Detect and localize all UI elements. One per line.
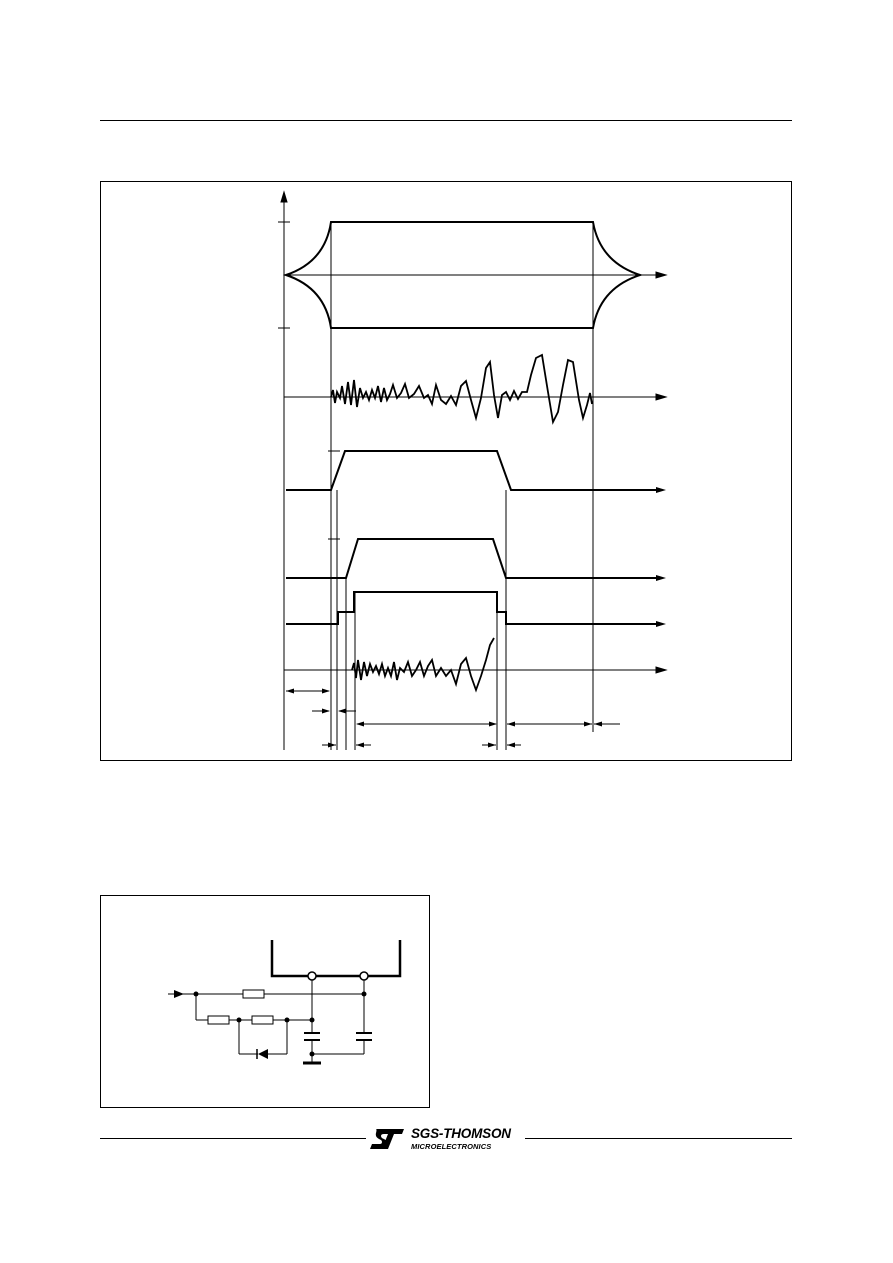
diode-icon <box>258 1049 268 1059</box>
pulse-square <box>286 591 660 625</box>
st-logo-icon <box>370 1129 404 1149</box>
ic-package-outline <box>270 940 402 978</box>
footer-rule-left <box>100 1138 366 1139</box>
resistor-2 <box>207 1015 230 1025</box>
axis-arrow-up <box>280 190 288 203</box>
brand-name: SGS-THOMSON <box>411 1126 511 1141</box>
noise-waveform <box>330 353 593 425</box>
resistor-3 <box>251 1015 274 1025</box>
input-arrow <box>174 990 184 998</box>
resistor-1 <box>242 989 265 999</box>
brand-subtitle: MICROELECTRONICS <box>411 1142 492 1151</box>
gated-noise-waveform <box>351 637 495 693</box>
footer-rule-right <box>525 1138 792 1139</box>
timing-diagram-frame <box>100 181 792 761</box>
ic-pin-2 <box>359 971 369 981</box>
pulse-trapezoid-1 <box>286 450 660 491</box>
envelope-waveform <box>282 221 644 329</box>
pulse-trapezoid-2 <box>286 538 660 579</box>
ic-pin-1 <box>307 971 317 981</box>
circuit-diagram-frame <box>100 895 430 1108</box>
header-rule <box>100 120 792 121</box>
